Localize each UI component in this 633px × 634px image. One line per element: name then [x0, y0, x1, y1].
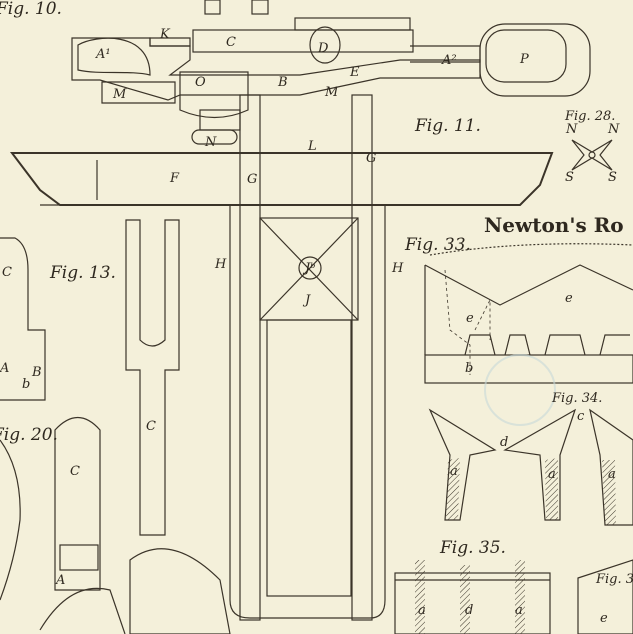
label-C-left: C [2, 265, 12, 280]
label-a-4: a [418, 603, 426, 618]
label-C-fork: C [146, 419, 156, 434]
label-b: b [465, 361, 473, 376]
label-a-3: a [608, 467, 616, 482]
label-B: B [277, 75, 288, 90]
label-E: E [349, 65, 360, 80]
fig35-section [394, 559, 633, 634]
label-A2: A² [441, 53, 457, 68]
fig10-caption: Fig. 10. [0, 0, 62, 19]
section-heading: Newton's Ro [484, 213, 624, 237]
label-J: J [302, 293, 311, 308]
fig34-blocks [428, 408, 633, 526]
label-a-5: a [515, 603, 523, 618]
fig36-caption: Fig. 36 [595, 572, 633, 587]
compass-S-2: S [608, 170, 617, 185]
label-A-left: A [0, 361, 9, 376]
fig33-caption: Fig. 33. [404, 235, 471, 255]
label-D: D [317, 41, 329, 56]
label-H-2: H [391, 261, 404, 276]
label-e-2: e [565, 291, 573, 306]
label-P: P [519, 52, 529, 67]
fig34-caption: Fig. 34. [551, 391, 602, 406]
label-c: c [577, 409, 585, 424]
compass-S: S [565, 170, 574, 185]
label-C: C [226, 35, 236, 50]
label-e-3: e [600, 611, 608, 626]
label-O: O [195, 75, 206, 90]
fig33-section [424, 243, 633, 384]
label-A-fig20: A [55, 573, 65, 588]
fig13-caption: Fig. 13. [49, 263, 116, 283]
fig28-caption: Fig. 28. [564, 109, 615, 124]
fig20-caption: Fig. 20. [0, 425, 58, 445]
label-d-2: d [465, 603, 473, 618]
fig11-caption: Fig. 11. [414, 116, 481, 136]
compass-N: N [565, 122, 578, 137]
library-stamp [484, 354, 556, 426]
label-F: F [169, 171, 180, 186]
label-A1: A¹ [95, 47, 111, 62]
label-C-fig20: C [70, 464, 80, 479]
label-e: e [466, 311, 474, 326]
left-partial-figures [0, 237, 231, 634]
label-M: M [112, 87, 127, 102]
label-N: N [204, 135, 217, 150]
label-G: G [247, 172, 257, 187]
label-d: d [500, 435, 508, 450]
label-G-2: G [366, 151, 376, 166]
label-M-2: M [324, 85, 339, 100]
label-B-left: B [31, 365, 42, 380]
fig13-fork [125, 219, 180, 536]
label-K: K [159, 27, 171, 42]
label-L: L [307, 139, 317, 154]
fig28-compass [571, 139, 613, 171]
compass-N-2: N [607, 122, 620, 137]
label-a: a [450, 464, 458, 479]
fig35-caption: Fig. 35. [439, 538, 506, 558]
label-Jb: Jᵇ [302, 261, 315, 276]
label-b-left: b [22, 377, 30, 392]
fig11-machine [9, 0, 591, 621]
label-H: H [214, 257, 227, 272]
label-a-2: a [548, 467, 556, 482]
